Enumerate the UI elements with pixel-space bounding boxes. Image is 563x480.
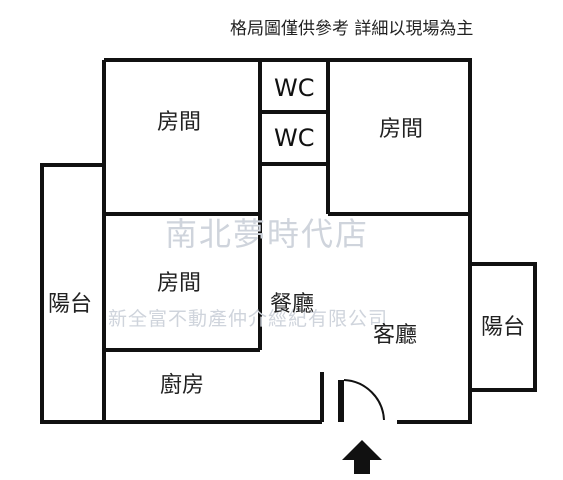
room-label-balcony-left: 陽台	[48, 292, 92, 317]
balcony-left-wall	[40, 163, 104, 424]
room-label-kitchen: 廚房	[160, 373, 204, 398]
watermark-company: 新全富不動產仲介經紀有限公司	[108, 308, 388, 330]
room-label-wc-top: WC	[274, 74, 315, 102]
room-label-wc-bottom: WC	[274, 124, 315, 152]
room-label-bedroom-top-right: 房間	[379, 117, 423, 142]
up-arrow-icon	[342, 440, 382, 474]
entrance-door	[338, 379, 385, 422]
room-label-living: 客廳	[373, 323, 417, 348]
room-label-bedroom-top-left: 房間	[157, 110, 201, 135]
balcony-right-wall	[470, 262, 537, 392]
room-label-dining: 餐廳	[270, 292, 314, 317]
outer-wall-main	[104, 58, 472, 424]
disclaimer-note: 格局圖僅供參考 詳細以現場為主	[230, 19, 473, 39]
watermark-store: 南北夢時代店	[165, 215, 369, 253]
room-label-bedroom-middle: 房間	[157, 271, 201, 296]
room-label-balcony-right: 陽台	[481, 315, 525, 340]
